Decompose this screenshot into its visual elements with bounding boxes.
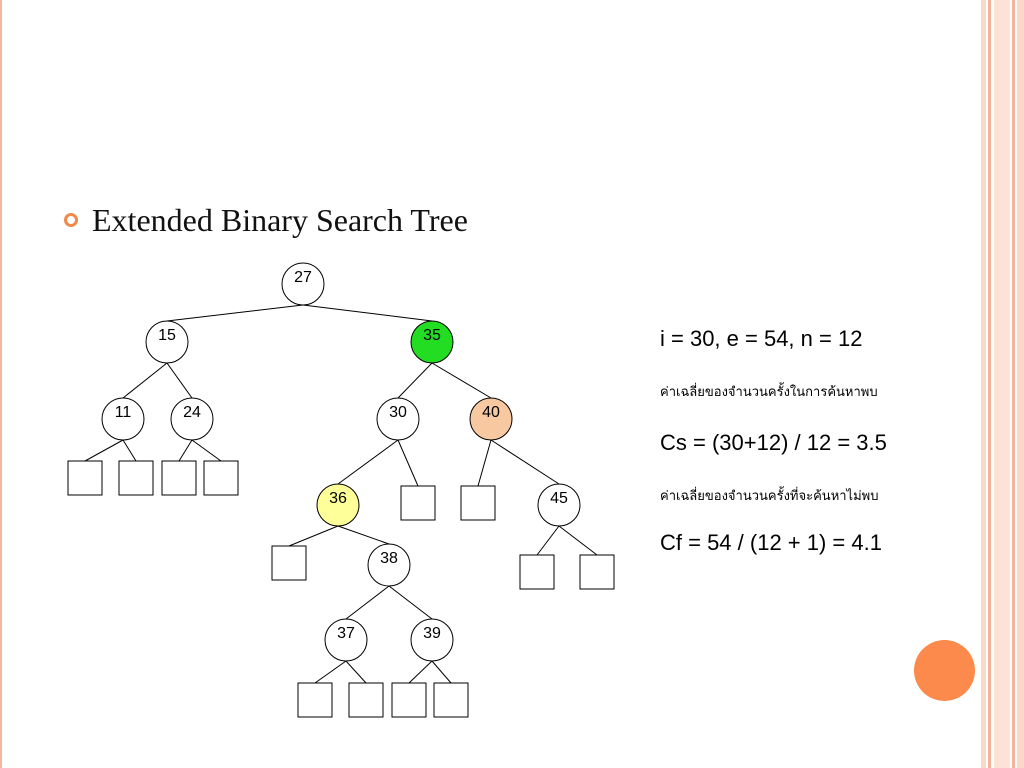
tree-edge — [122, 362, 168, 399]
tree-node-label: 27 — [294, 269, 312, 286]
tree-node-label: 15 — [158, 327, 176, 344]
tree-node-11: 11 — [101, 397, 145, 441]
tree-node-24: 24 — [170, 397, 214, 441]
tree-node-label: 36 — [329, 490, 347, 507]
tree-node-circle — [376, 397, 420, 441]
tree-node-label: 45 — [550, 490, 568, 507]
external-node-square — [391, 682, 427, 718]
success-caption: ค่าเฉลี่ยของจำนวนครั้งในการค้นหาพบ — [660, 385, 878, 400]
tree-edge — [397, 362, 433, 399]
tree-edge — [477, 439, 492, 487]
tree-node-label: 38 — [380, 550, 398, 567]
external-node-square — [579, 554, 615, 590]
tree-node-circle — [410, 320, 454, 364]
tree-edges — [84, 304, 598, 684]
right-stripe-3 — [994, 0, 1010, 768]
right-stripe-4 — [1012, 0, 1015, 768]
stats-line: i = 30, e = 54, n = 12 — [660, 326, 863, 351]
tree-node-circle — [145, 320, 189, 364]
tree-edge — [558, 525, 598, 556]
tree-node-30: 30 — [376, 397, 420, 441]
tree-node-label: 35 — [423, 327, 441, 344]
slide-left-border — [0, 0, 2, 768]
external-node-square — [118, 460, 154, 496]
tree-edge — [431, 362, 492, 399]
tree-node-circle — [281, 262, 325, 306]
external-node-square — [460, 485, 496, 521]
tree-edge — [388, 585, 433, 620]
tree-node-circle — [537, 483, 581, 527]
tree-node-35: 35 — [410, 320, 454, 364]
tree-node-circle — [410, 618, 454, 662]
external-node-square — [67, 460, 103, 496]
tree-edge — [490, 439, 560, 485]
tree-edge — [166, 362, 193, 399]
tree-node-label: 37 — [337, 625, 355, 642]
decorative-orange-circle — [914, 640, 975, 701]
tree-nodes: 27 15 35 11 24 30 40 36 45 38 37 39 — [67, 262, 615, 718]
tree-edge — [84, 439, 124, 462]
external-node-square — [348, 682, 384, 718]
cs-formula: Cs = (30+12) / 12 = 3.5 — [660, 430, 887, 455]
tree-edge — [337, 525, 390, 545]
tree-node-40: 40 — [469, 397, 513, 441]
tree-node-39: 39 — [410, 618, 454, 662]
tree-edge — [122, 439, 137, 462]
hollow-circle-bullet-icon — [64, 213, 78, 227]
tree-edge — [288, 525, 339, 547]
tree-node-label: 24 — [183, 404, 201, 421]
slide-title: Extended Binary Search Tree — [92, 201, 468, 238]
tree-node-circle — [101, 397, 145, 441]
tree-node-label: 39 — [423, 625, 441, 642]
tree-node-15: 15 — [145, 320, 189, 364]
tree-edge — [191, 439, 222, 462]
tree-edge — [408, 660, 433, 684]
external-node-square — [297, 682, 333, 718]
slide-title-row: Extended Binary Search Tree — [64, 198, 468, 242]
tree-edge — [178, 439, 193, 462]
external-node-square — [433, 682, 469, 718]
tree-node-circle — [367, 543, 411, 587]
tree-node-27: 27 — [281, 262, 325, 306]
tree-edge — [431, 660, 452, 684]
right-stripe-2 — [988, 0, 991, 768]
tree-node-36: 36 — [316, 483, 360, 527]
tree-node-label: 30 — [389, 404, 407, 421]
cf-formula: Cf = 54 / (12 + 1) = 4.1 — [660, 530, 882, 555]
tree-edge — [345, 660, 367, 684]
tree-edge — [536, 525, 560, 556]
tree-node-38: 38 — [367, 543, 411, 587]
tree-edge — [337, 439, 399, 485]
tree-edge — [166, 304, 304, 322]
tree-node-circle — [469, 397, 513, 441]
tree-node-45: 45 — [537, 483, 581, 527]
tree-edge — [397, 439, 419, 487]
tree-edge — [314, 660, 347, 684]
right-stripe-5 — [1017, 0, 1024, 768]
right-stripe-1 — [981, 0, 986, 768]
tree-edge — [345, 585, 390, 620]
tree-node-circle — [324, 618, 368, 662]
tree-node-circle — [316, 483, 360, 527]
fail-caption: ค่าเฉลี่ยของจำนวนครั้งที่จะค้นหาไม่พบ — [660, 489, 879, 504]
external-node-square — [271, 545, 307, 581]
tree-node-circle — [170, 397, 214, 441]
tree-node-label: 11 — [115, 404, 132, 421]
tree-node-37: 37 — [324, 618, 368, 662]
tree-edge — [302, 304, 433, 322]
tree-node-label: 40 — [482, 404, 500, 421]
external-node-square — [161, 460, 197, 496]
external-node-square — [203, 460, 239, 496]
external-node-square — [519, 554, 555, 590]
external-node-square — [400, 485, 436, 521]
